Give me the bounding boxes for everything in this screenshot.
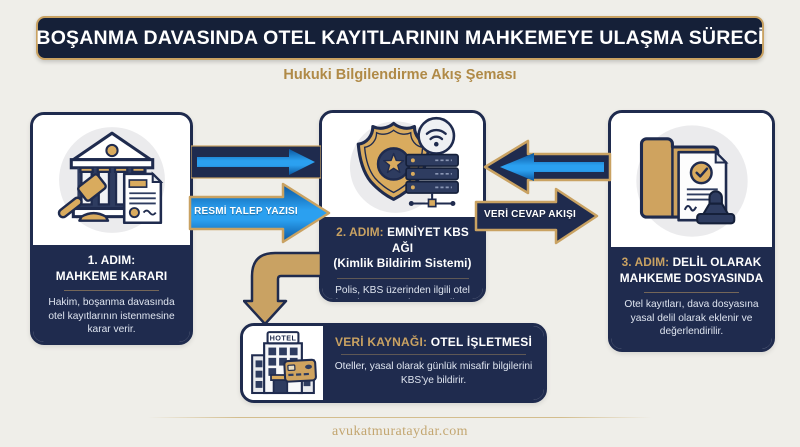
step1-title-text: MAHKEME KARARI [55,268,168,283]
hotel-title: VERİ KAYNAĞI: OTEL İŞLETMESİ [329,335,538,349]
step2-title-text: EMNİYET KBS AĞI [387,225,469,255]
police-badge-network-server-icon [349,116,459,213]
step3-title-line2: MAHKEME DOSYASINDA [619,270,764,285]
step2-title-note: (Kimlik Bildirim Sistemi) [333,256,472,271]
step2-label: 2. ADIM: [336,225,384,239]
watermark-text: avukatmurataydar.com [332,424,468,439]
step3-icon-area [611,113,772,247]
step3-label: 3. ADIM: [621,255,670,269]
step2-text-area: 2. ADIM: EMNİYET KBS AĞI (Kimlik Bildiri… [322,217,483,299]
step3-title-text: DELİL OLARAK [672,255,762,269]
hotel-text-cell: VERİ KAYNAĞI: OTEL İŞLETMESİ Oteller, ya… [323,326,544,400]
step2-icon-area [322,113,483,217]
footer-divider-line [148,417,652,418]
hotel-building-credit-card-icon: HOTEL [251,331,317,395]
title-bar: BOŞANMA DAVASINDA OTEL KAYITLARININ MAHK… [36,16,764,60]
page-subtitle: Hukuki Bilgilendirme Akış Şeması [283,67,517,83]
step2-divider [336,277,469,279]
evidence-folder-stamp-icon [635,125,748,237]
step3-text-area: 3. ADIM: DELİL OLARAK MAHKEME DOSYASINDA… [611,247,772,349]
police-to-hotel-elbow-arrow [243,251,321,326]
hotel-title-text: OTEL İŞLETMESİ [430,335,532,349]
step-card-police-kbs: 2. ADIM: EMNİYET KBS AĞI (Kimlik Bildiri… [319,110,486,302]
step1-text-area: 1. ADIM: MAHKEME KARARI Hakim, boşanma d… [33,245,190,342]
courthouse-gavel-document-icon [57,127,165,233]
data-response-arrow [474,187,599,245]
official-request-arrow [188,182,331,244]
hotel-label: VERİ KAYNAĞI: [335,335,428,349]
step1-title: 1. ADIM: MAHKEME KARARI [41,253,182,284]
hotel-icon-cell: HOTEL [243,326,323,400]
step1-label: 1. ADIM: [87,253,136,267]
step3-title: 3. ADIM: DELİL OLARAK MAHKEME DOSYASINDA [619,255,764,286]
hotel-divider [341,354,526,355]
step1-description: Hakim, boşanma davasında otel kayıtların… [48,297,175,336]
step2-description: Polis, KBS üzerinden ilgili otel kayıtla… [335,284,470,299]
step2-title: 2. ADIM: EMNİYET KBS AĞI (Kimlik Bildiri… [330,225,475,272]
hotel-description: Oteller, yasal olarak günlük misafir bil… [334,361,533,386]
page-title: BOŞANMA DAVASINDA OTEL KAYITLARININ MAHK… [36,26,764,49]
step-card-court-decision: 1. ADIM: MAHKEME KARARI Hakim, boşanma d… [30,112,193,345]
step-card-court-file: 3. ADIM: DELİL OLARAK MAHKEME DOSYASINDA… [608,110,775,352]
hotel-sign-text: HOTEL [270,334,297,343]
step3-divider [644,292,739,294]
step1-icon-area [33,115,190,245]
data-source-card-hotel: HOTEL VERİ KA [240,323,547,403]
data-response-label: VERİ CEVAP AKIŞI [484,209,576,220]
court-to-police-link-arrow [191,145,321,179]
official-request-label: RESMİ TALEP YAZISI [194,206,298,217]
step3-description: Otel kayıtları, dava dosyasına yasal del… [624,299,759,338]
file-to-police-return-arrow [483,139,612,195]
step1-divider [64,290,159,292]
